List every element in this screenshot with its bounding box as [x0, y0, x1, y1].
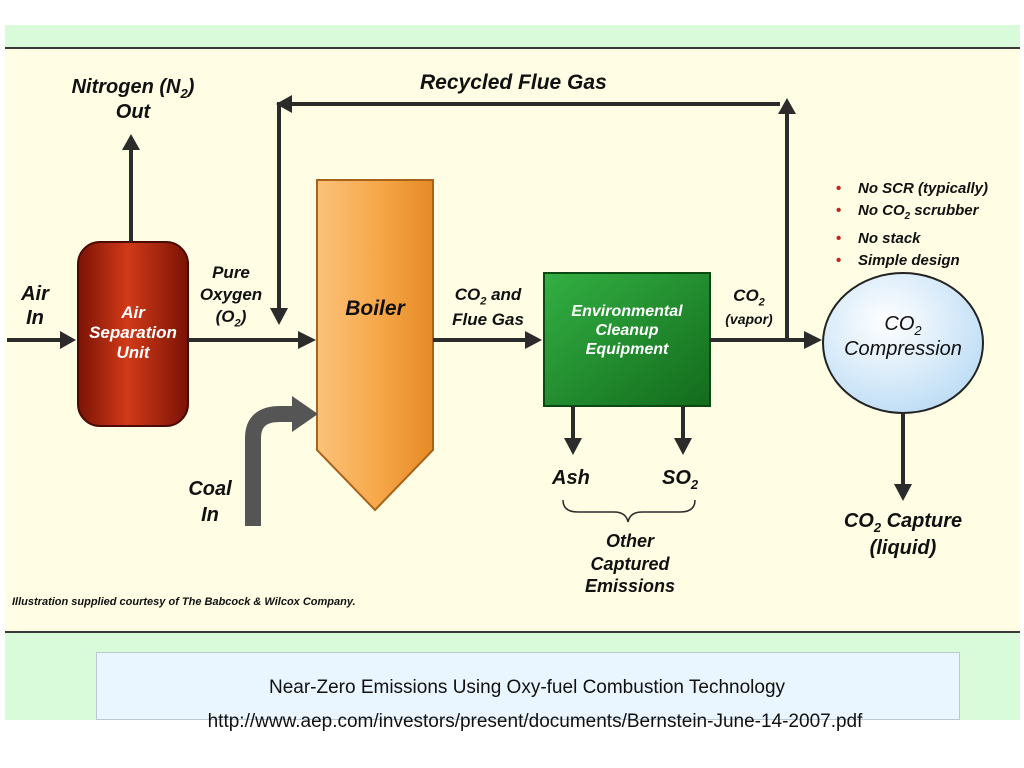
caption-title: Near-Zero Emissions Using Oxy-fuel Combu… — [268, 677, 786, 698]
co2-capture-arrow — [894, 413, 912, 501]
co2-compression-label: CO2 Compression — [844, 313, 962, 361]
boiler-label: Boiler — [345, 297, 405, 320]
caption-box — [96, 652, 960, 720]
recycled-flue-gas-loop — [270, 95, 796, 340]
so2-label: SO2 — [662, 467, 699, 492]
air-in-arrow — [7, 331, 76, 349]
design-notes-list: No SCR (typically) No CO2 scrubber No st… — [836, 178, 988, 272]
co2-capture-label: CO2 Capture (liquid) — [843, 510, 963, 560]
environmental-cleanup-label: Environmental Cleanup Equipment — [571, 303, 683, 358]
nitrogen-out-arrow — [122, 134, 140, 242]
boiler-vessel — [316, 179, 434, 512]
nitrogen-out-label: Nitrogen (N2) Out — [71, 76, 195, 124]
illustration-credit: Illustration supplied courtesy of The Ba… — [12, 596, 356, 608]
recycled-flue-gas-label: Recycled Flue Gas — [420, 71, 607, 94]
note-no-co2-scrubber: No CO2 scrubber — [836, 200, 988, 228]
oxygen-arrow — [188, 331, 316, 349]
ash-arrow — [564, 406, 582, 455]
source-url[interactable]: http://www.aep.com/investors/present/doc… — [207, 711, 863, 732]
asu-label: Air Separation Unit — [89, 303, 177, 363]
co2-vapor-label: CO2 (vapor) — [725, 286, 773, 328]
emissions-brace — [562, 499, 696, 523]
note-no-stack: No stack — [836, 228, 988, 250]
co2-flue-gas-label: CO2 and Flue Gas — [452, 285, 524, 329]
other-captured-emissions-label: Other Captured Emissions — [584, 531, 676, 596]
environmental-cleanup-box — [543, 272, 711, 407]
pure-oxygen-label: Pure Oxygen (O2) — [199, 263, 263, 330]
so2-arrow — [674, 406, 692, 455]
note-no-scr: No SCR (typically) — [836, 178, 988, 200]
flue-gas-arrow — [433, 331, 542, 349]
co2-vapor-arrow — [710, 331, 822, 349]
coal-in-arrow — [245, 396, 318, 526]
note-simple-design: Simple design — [836, 250, 988, 272]
ash-label: Ash — [552, 467, 590, 489]
